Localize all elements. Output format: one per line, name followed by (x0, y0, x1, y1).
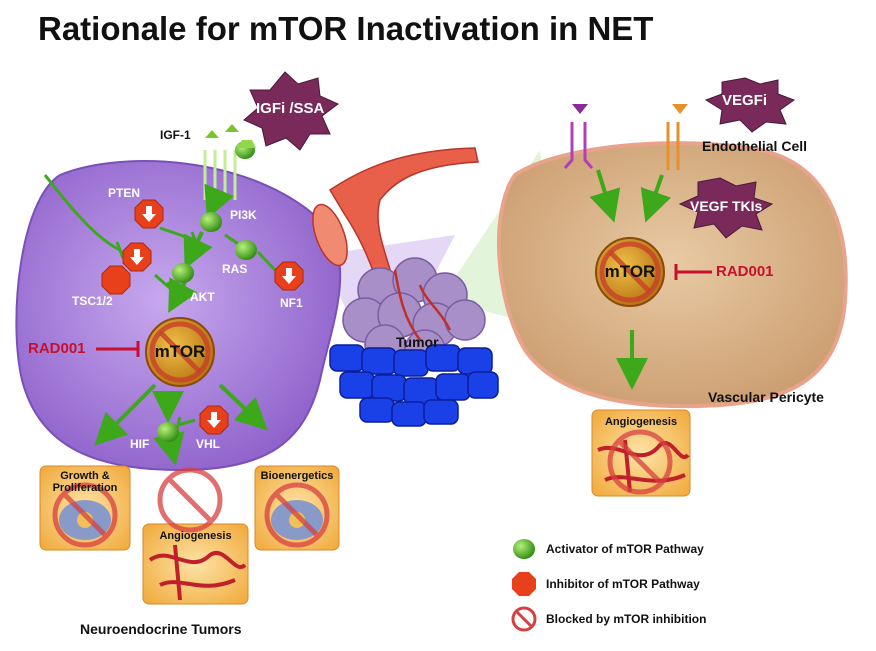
tumor-vessels (393, 269, 452, 341)
legend-activator-icon (513, 539, 535, 559)
blocked-symbols (52, 429, 673, 548)
vhl-label: VHL (196, 437, 220, 451)
page-title: Rationale for mTOR Inactivation in NET (38, 10, 654, 47)
blood-vessel (328, 147, 479, 296)
neuroendocrine-cell (15, 160, 342, 472)
legend-activator: Activator of mTOR Pathway (546, 542, 704, 556)
tumor-label: Tumor (396, 334, 439, 350)
vegf-tkis-burst (678, 177, 774, 239)
vegf-tkis-label: VEGF TKIs (690, 198, 763, 214)
neuroendocrine-caption: Neuroendocrine Tumors (80, 621, 242, 637)
pericyte-cell (496, 141, 848, 409)
igfi-burst (243, 71, 339, 151)
pi3k-label: PI3K (230, 208, 257, 222)
tumor-cluster (342, 257, 486, 371)
akt-label: AKT (190, 290, 215, 304)
vegfi-label: VEGFi (722, 92, 768, 109)
vessel-opening (312, 203, 348, 267)
tumor-base (329, 344, 499, 427)
angiogenesis-right-label: Angiogenesis (604, 416, 678, 428)
mtor-right-label: mTOR (604, 262, 656, 281)
tsc-label: TSC1/2 (72, 294, 113, 308)
vegf-receptor-purple (563, 122, 594, 169)
nf1-label: NF1 (280, 296, 303, 310)
legend-blocked: Blocked by mTOR inhibition (546, 612, 707, 626)
rad001-left-label: RAD001 (28, 340, 86, 357)
growth-label: Growth & Proliferation (52, 470, 118, 494)
vegf-receptor-orange (666, 122, 680, 170)
mtor-right (595, 237, 665, 307)
pathway-arrows (94, 169, 672, 466)
legend-blocked-icon (511, 606, 537, 632)
vegfi-burst (704, 77, 796, 133)
rad001-inhibition (96, 264, 712, 357)
rad001-right-label: RAD001 (716, 263, 774, 280)
ras-label: RAS (222, 262, 248, 276)
pten-label: PTEN (108, 186, 141, 200)
angiogenesis-left-label: Angiogenesis (159, 530, 232, 542)
legend-inhibitor: Inhibitor of mTOR Pathway (546, 577, 700, 591)
legend-inhibitor-icon (512, 572, 536, 596)
igf1-label: IGF-1 (160, 128, 191, 142)
mtor-left (145, 317, 215, 387)
mtor-left-label: mTOR (154, 342, 206, 361)
igf-ligand (205, 130, 219, 138)
igfi-ssa-label: IGFi /SSA (256, 100, 325, 117)
inhibitor-lines (43, 174, 277, 434)
endothelial-cell-label: Endothelial Cell (702, 138, 808, 154)
vascular-pericyte-label: Vascular Pericyte (708, 389, 824, 405)
bioenergetics-label: Bioenergetics (260, 470, 334, 482)
hif-label: HIF (130, 437, 150, 451)
